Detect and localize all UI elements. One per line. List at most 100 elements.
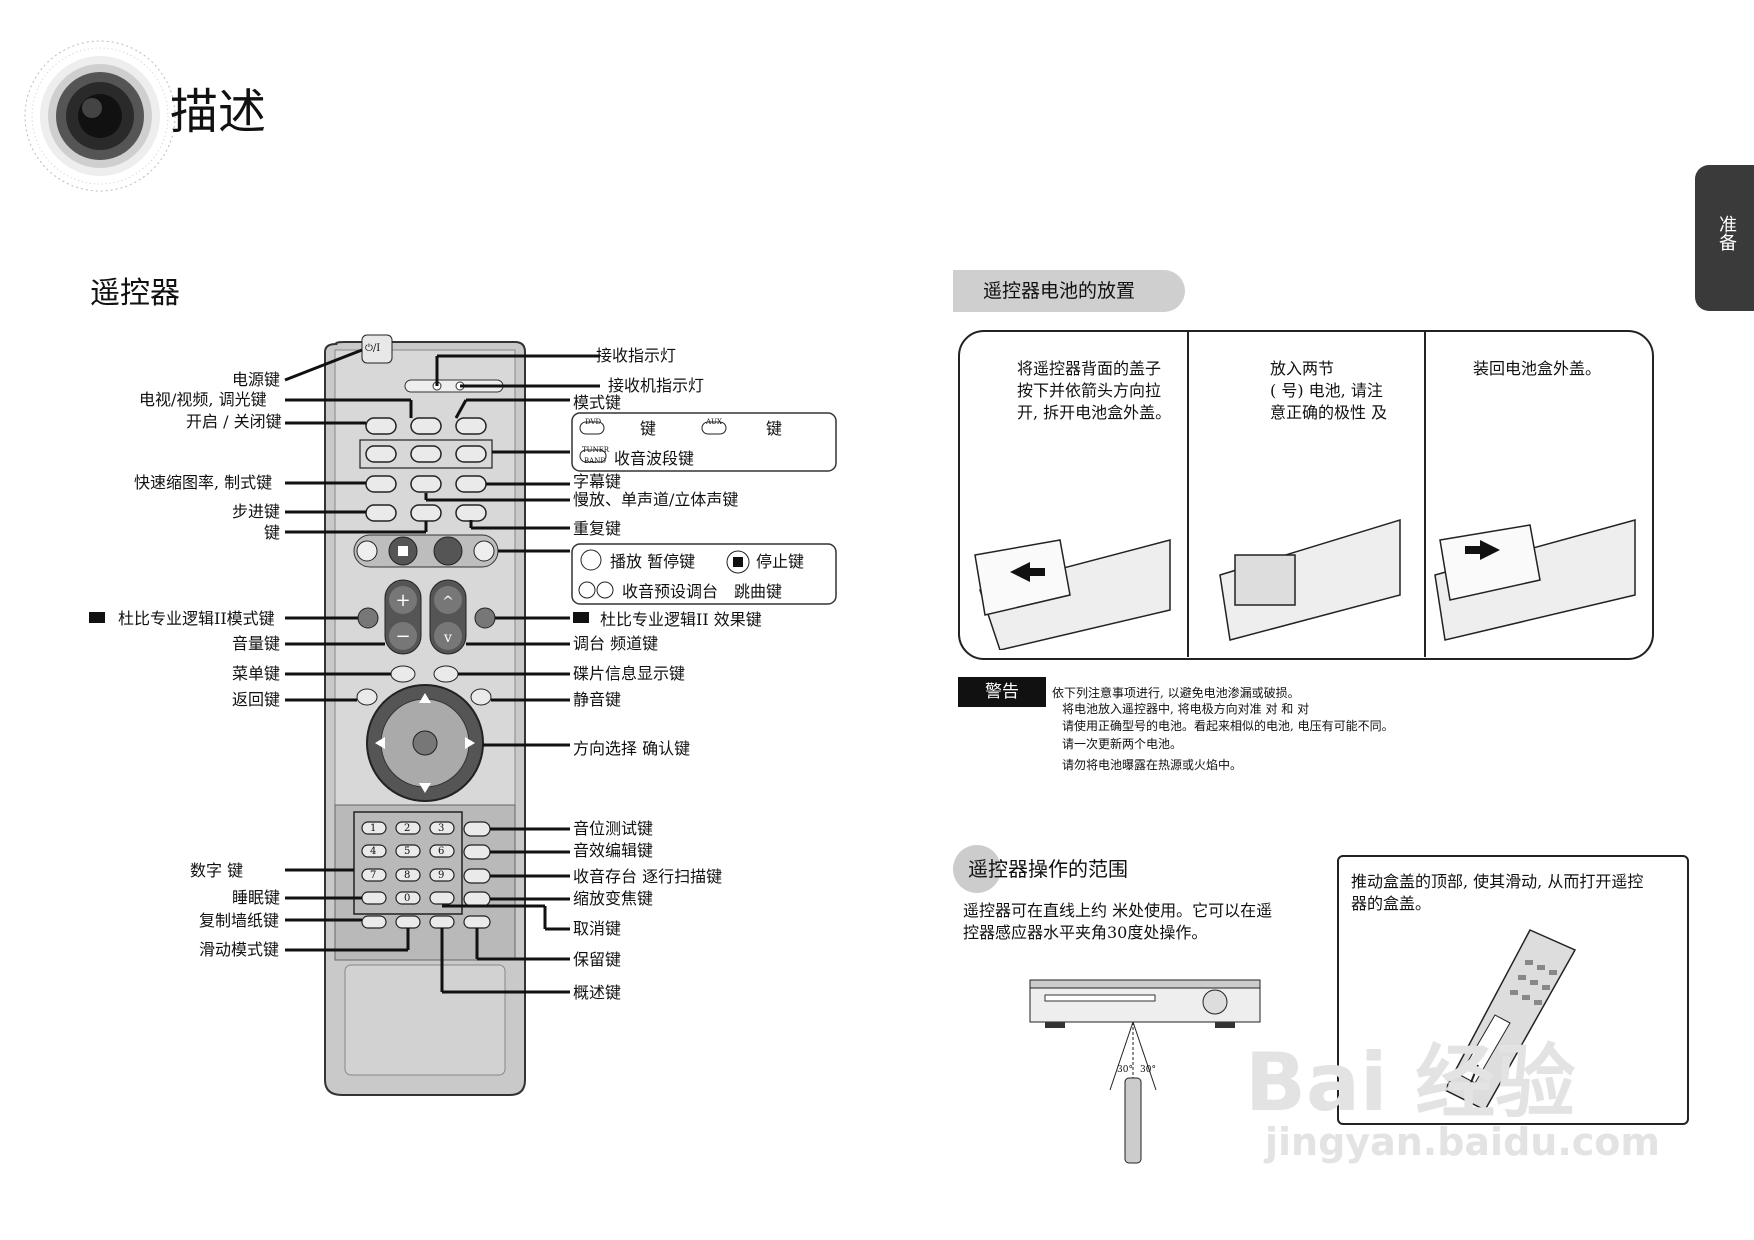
label-tune-key: 调台 频道键	[573, 634, 659, 653]
battery-divider-2	[1424, 331, 1426, 657]
label-test-tone-key: 音位测试键	[573, 819, 654, 838]
range-heading: 遥控器操作的范围	[968, 857, 1128, 881]
skip-text: 跳曲键	[734, 582, 783, 601]
warning-badge: 警告	[958, 677, 1046, 707]
step2-line1: 放入两节	[1270, 359, 1335, 378]
label-repeat-key: 重复键	[573, 519, 622, 538]
aux-key-text: 键	[766, 419, 783, 438]
label-cancel-key: 取消键	[573, 919, 622, 938]
label-receive-indicator: 接收指示灯	[596, 346, 677, 365]
remote-cover-illustration	[1443, 929, 1577, 1111]
label-tv-video-key: 电视/视频, 调光键	[139, 390, 267, 409]
remote-cover-box	[1337, 855, 1689, 1125]
num-0: 0	[404, 893, 411, 904]
range-text-line1: 遥控器可在直线上约 米处使用。它可以在遥	[963, 901, 1273, 920]
svg-text:v: v	[443, 630, 452, 646]
svg-text:+: +	[395, 590, 410, 611]
aux-tag: AUX	[706, 418, 722, 426]
label-slide-key: 滑动模式键	[199, 940, 280, 959]
warning-line-4: 请一次更新两个电池。	[1062, 737, 1183, 751]
range-angle-right: 30°	[1140, 1065, 1156, 1075]
cover-text-line2: 器的盒盖。	[1351, 894, 1432, 913]
label-mute-key: 静音键	[573, 690, 622, 709]
num-9: 9	[438, 870, 445, 881]
label-zoom-ratio-key: 快速缩图率, 制式键	[134, 473, 273, 492]
label-mode-key: 模式键	[573, 393, 622, 412]
cover-text-line1: 推动盒盖的顶部, 使其滑动, 从而打开遥控	[1351, 872, 1644, 891]
range-diagram	[1029, 979, 1261, 1164]
label-receiver-indicator: 接收机指示灯	[608, 376, 705, 395]
num-1: 1	[370, 823, 377, 834]
num-3: 3	[438, 823, 445, 834]
side-tab-label: 准备	[1716, 215, 1737, 251]
label-tuner-memory-key: 收音存台 逐行扫描键	[573, 867, 723, 886]
tuner-band-text: 收音波段键	[614, 449, 695, 468]
label-step-key: 步进键	[232, 502, 281, 521]
warning-line-5: 请勿将电池曝露在热源或火焰中。	[1062, 758, 1243, 772]
dvd-tag: DVD	[585, 418, 602, 426]
dvd-key-text: 键	[640, 419, 657, 438]
step1-line1: 将遥控器背面的盖子	[1017, 359, 1162, 378]
label-direction-key: 方向选择 确认键	[573, 739, 691, 758]
num-2: 2	[404, 823, 411, 834]
range-angle-left: 30°	[1117, 1065, 1133, 1075]
step2-line3: 意正确的极性 及	[1270, 403, 1388, 422]
warning-line-2: 将电池放入遥控器中, 将电极方向对准 对 和 对	[1062, 702, 1310, 716]
num-5: 5	[404, 846, 411, 857]
remote-cover-text: 推动盒盖的顶部, 使其滑动, 从而打开遥控 器的盒盖。	[1351, 871, 1643, 915]
warning-line-1: 依下列注意事项进行, 以避免电池渗漏或破损。	[1052, 686, 1300, 700]
warning-line-3: 请使用正确型号的电池。看起来相似的电池, 电压有可能不同。	[1062, 719, 1394, 733]
num-7: 7	[370, 870, 377, 881]
stop-text: 停止键	[756, 552, 805, 571]
battery-step-2: 放入两节 ( 号) 电池, 请注 意正确的极性 及	[1270, 358, 1387, 424]
range-text-line2: 控器感应器水平夹角30度处操作。	[963, 923, 1208, 942]
battery-step-3: 装回电池盒外盖。	[1473, 358, 1601, 380]
section-title: 遥控器	[90, 276, 180, 311]
band-tag: BAND	[584, 457, 606, 465]
battery-heading: 遥控器电池的放置	[953, 270, 1185, 312]
label-volume-key: 音量键	[232, 634, 281, 653]
label-copy-key: 复制墙纸键	[199, 911, 280, 930]
tuner-tag: TUNER	[582, 446, 610, 454]
label-return-key: 返回键	[232, 690, 281, 709]
label-dolby-mode-key: 杜比专业逻辑II模式键	[118, 609, 275, 628]
page-title: 描述	[170, 84, 267, 140]
num-6: 6	[438, 846, 445, 857]
battery-step-illustrations	[974, 518, 1636, 650]
preset-text: 收音预设调台	[622, 582, 719, 601]
label-hold-key: 保留键	[573, 950, 622, 969]
label-dolby-effect-key: 杜比专业逻辑II 效果键	[600, 610, 762, 629]
label-number-key: 数字 键	[190, 861, 244, 880]
label-power-key: 电源键	[232, 370, 281, 389]
side-tab[interactable]: 准备	[1695, 165, 1754, 311]
label-overview-key: 概述键	[573, 983, 622, 1002]
label-sound-edit-key: 音效编辑键	[573, 841, 654, 860]
label-menu-key: 菜单键	[232, 664, 281, 683]
step1-line3: 开, 拆开电池盒外盖。	[1017, 403, 1172, 422]
range-text: 遥控器可在直线上约 米处使用。它可以在遥 控器感应器水平夹角30度处操作。	[963, 900, 1272, 944]
step1-line2: 按下并依箭头方向拉	[1017, 381, 1162, 400]
num-8: 8	[404, 870, 411, 881]
baidu-watermark-url: jingyan.baidu.com	[1265, 1120, 1660, 1164]
label-slow-key: 慢放、单声道/立体声键	[573, 490, 739, 509]
play-pause-text: 播放 暂停键	[610, 552, 696, 571]
battery-step-1: 将遥控器背面的盖子 按下并依箭头方向拉 开, 拆开电池盒外盖。	[1017, 358, 1171, 424]
battery-panel	[958, 330, 1654, 660]
step2-line2: ( 号) 电池, 请注	[1270, 381, 1383, 400]
remote-power-glyph: ⏻/I	[365, 343, 381, 354]
num-4: 4	[370, 846, 377, 857]
battery-divider-1	[1187, 331, 1189, 657]
label-sleep-key: 睡眠键	[232, 888, 281, 907]
remote-diagram: + − ^ v	[89, 334, 837, 1096]
svg-text:−: −	[395, 626, 410, 647]
step3-line1: 装回电池盒外盖。	[1473, 359, 1602, 378]
range-heading-bg	[953, 845, 1001, 893]
label-key: 键	[264, 523, 281, 542]
baidu-watermark: Bai 经验	[1245, 1036, 1576, 1129]
label-open-close-key: 开启 / 关闭键	[186, 412, 282, 431]
label-info-key: 碟片信息显示键	[573, 664, 686, 683]
speaker-logo	[24, 40, 176, 192]
svg-text:^: ^	[442, 594, 454, 610]
label-subtitle-key: 字幕键	[573, 472, 622, 491]
label-zoom-key: 缩放变焦键	[573, 889, 654, 908]
